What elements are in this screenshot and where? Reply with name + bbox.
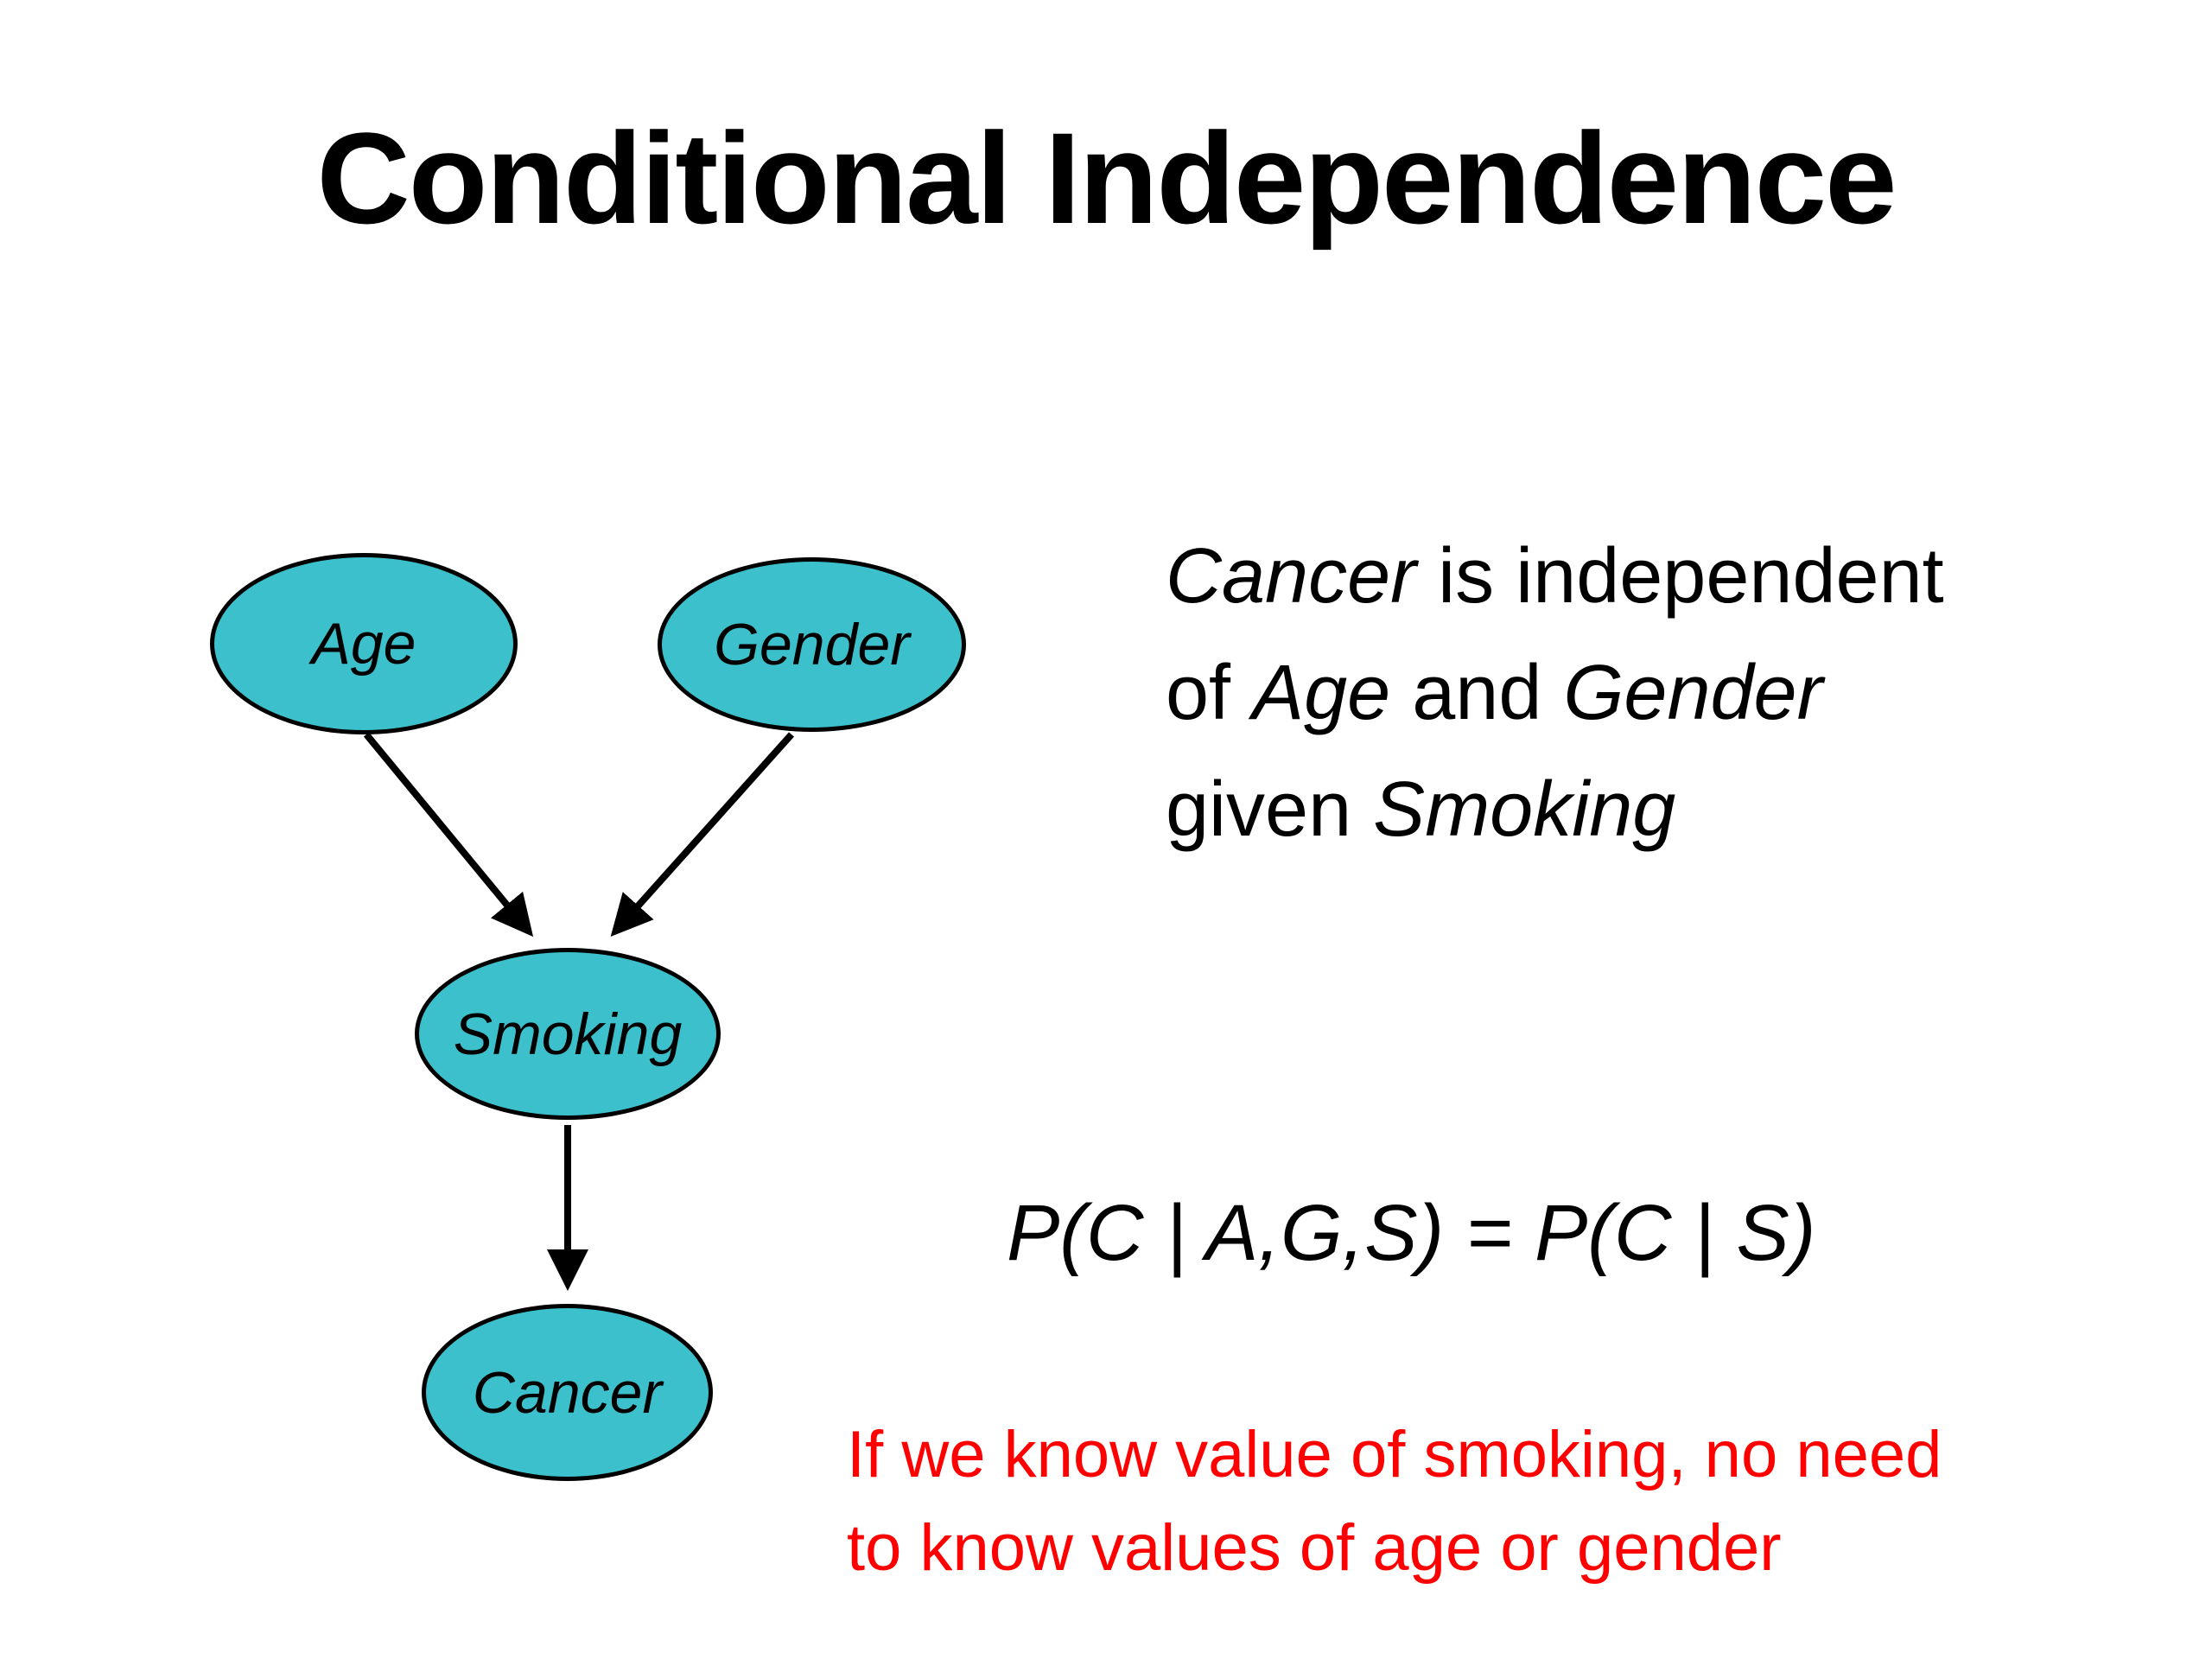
explanation-segment: is independent xyxy=(1416,533,1944,620)
red-note-text: If we know value of smoking, no need to … xyxy=(847,1418,1942,1585)
explanation-segment: and xyxy=(1390,650,1564,736)
node-cancer-label: Cancer xyxy=(472,1359,663,1426)
node-age-label: Age xyxy=(311,611,416,677)
term-gender: Gender xyxy=(1563,650,1823,736)
explanation-line: given Smoking xyxy=(1166,752,1944,868)
edge-age-to-smoking-arrow-icon xyxy=(363,732,534,938)
term-smoking: Smoking xyxy=(1373,766,1676,853)
slide-title: Conditional Independence xyxy=(316,105,1897,251)
node-cancer: Cancer xyxy=(422,1304,713,1481)
explanation-text: Cancer is independent of Age and Gender … xyxy=(1166,518,1944,868)
node-gender: Gender xyxy=(658,557,966,732)
node-gender-label: Gender xyxy=(714,612,910,677)
explanation-line: Cancer is independent xyxy=(1166,518,1944,635)
node-smoking: Smoking xyxy=(415,948,721,1120)
edge-gender-to-smoking-arrow-icon xyxy=(610,732,794,937)
explanation-segment: given xyxy=(1166,766,1374,853)
node-smoking-label: Smoking xyxy=(453,1001,683,1067)
term-cancer: Cancer xyxy=(1166,533,1417,620)
term-age: Age xyxy=(1252,650,1391,736)
explanation-segment: of xyxy=(1166,650,1253,736)
node-age: Age xyxy=(210,553,518,734)
explanation-line: of Age and Gender xyxy=(1166,635,1944,752)
conditional-independence-formula: P(C | A,G,S) = P(C | S) xyxy=(1007,1189,1816,1277)
